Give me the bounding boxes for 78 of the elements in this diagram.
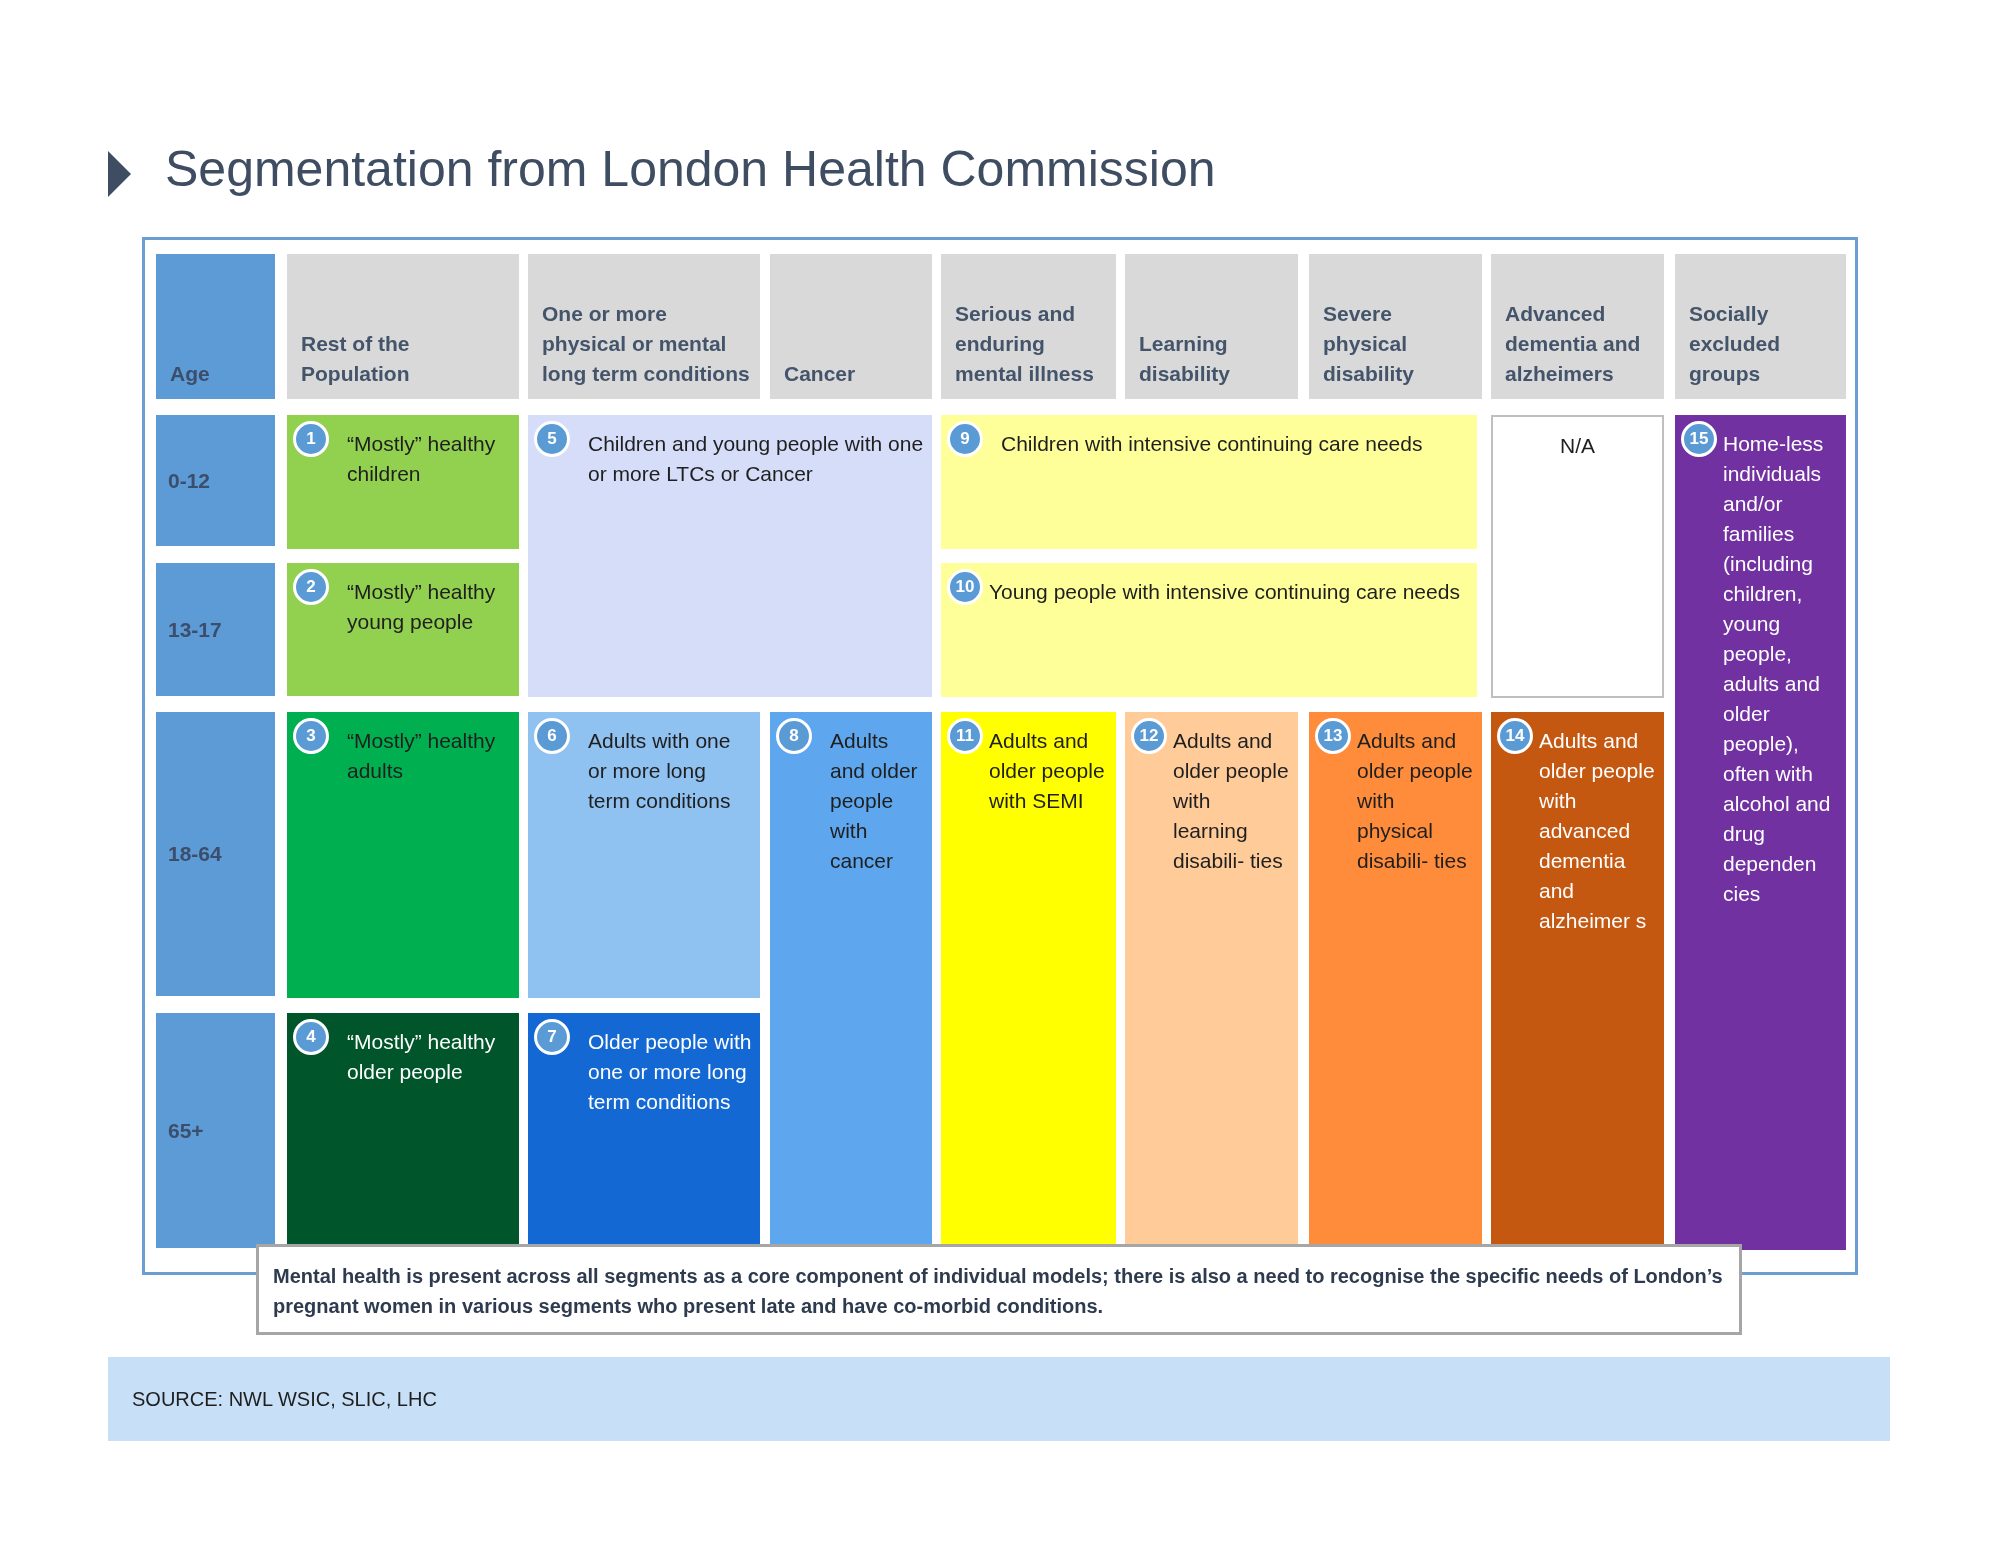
age-range-label: 0-12: [168, 467, 211, 494]
number-badge: 11: [947, 718, 983, 754]
segment-box: [528, 712, 760, 998]
segment-text: “Mostly” healthy young people: [347, 579, 497, 635]
segment-text: Adults and older people with SEMI: [989, 728, 1106, 814]
number-badge: 10: [947, 569, 983, 605]
segment-text: “Mostly” healthy older people: [347, 1029, 497, 1085]
age-range-label: 13-17: [168, 616, 222, 643]
header-cell: [1125, 254, 1298, 399]
segment-text: Adults and older people with cancer: [830, 728, 919, 874]
number-badge: 6: [534, 718, 570, 754]
column-heading: One or more physical or mental long term conditions: [542, 301, 751, 387]
column-heading: Rest of the Population: [301, 331, 411, 387]
note-text: Mental health is present across all segments as a core component of individual models; there is also a need to recognise the specific needs of London’s pregnant women in various segments who present late and have co-morbid conditions.: [273, 1264, 1724, 1319]
segment-text: “Mostly” healthy children: [347, 431, 497, 487]
number-badge: 14: [1497, 718, 1533, 754]
age-band-cell: [156, 1013, 275, 1248]
segment-text: N/A: [1559, 433, 1596, 459]
header-cell: [528, 254, 760, 399]
segment-box: [528, 415, 932, 697]
note-box: [256, 1244, 1742, 1335]
segment-text: Adults and older people with physical disabili- ties: [1357, 728, 1474, 874]
number-badge: 12: [1131, 718, 1167, 754]
segment-box: [1491, 712, 1664, 1244]
segment-text: “Mostly” healthy adults: [347, 728, 497, 784]
column-heading: Cancer: [784, 361, 857, 387]
segment-box: [941, 712, 1116, 1244]
age-band-cell: [156, 415, 275, 546]
segment-text: Young people with intensive continuing care needs: [989, 579, 1461, 605]
segment-text: Children with intensive continuing care needs: [1001, 431, 1424, 457]
segment-box: [1675, 415, 1846, 1250]
column-heading: Age: [170, 361, 211, 387]
header-cell: [770, 254, 932, 399]
segment-box: [528, 1013, 760, 1244]
header-cell: [1675, 254, 1846, 399]
number-badge: 1: [293, 421, 329, 457]
segment-box: [941, 563, 1477, 697]
number-badge: 3: [293, 718, 329, 754]
source-text: SOURCE: NWL WSIC, SLIC, LHC: [132, 1387, 437, 1412]
number-badge: 15: [1681, 421, 1717, 457]
segment-box: [287, 712, 519, 998]
segment-box: [287, 1013, 519, 1244]
title: Segmentation from London Health Commission: [165, 140, 1216, 198]
column-heading: Socially excluded groups: [1689, 301, 1782, 387]
header-cell: [941, 254, 1116, 399]
age-range-label: 65+: [168, 1117, 204, 1144]
column-heading: Severe physical disability: [1323, 301, 1416, 387]
source-band: [108, 1357, 1890, 1441]
header-cell: [156, 254, 275, 399]
column-heading: Advanced dementia and alzheimers: [1505, 301, 1642, 387]
number-badge: 5: [534, 421, 570, 457]
age-band-cell: [156, 563, 275, 696]
number-badge: 9: [947, 421, 983, 457]
header-cell: [1491, 254, 1664, 399]
segment-box: [287, 415, 519, 549]
number-badge: 2: [293, 569, 329, 605]
segment-box: [1309, 712, 1482, 1244]
segment-text: Home-less individuals and/or families (including children, young people, adults and older people), often with alcohol and drug dependen cies: [1723, 431, 1832, 907]
column-heading: Serious and enduring mental illness: [955, 301, 1095, 387]
segment-text: Adults and older people with advanced dementia and alzheimer s: [1539, 728, 1656, 934]
age-range-label: 18-64: [168, 841, 222, 867]
segment-box: [287, 563, 519, 696]
segment-text: Adults and older people with learning disabili- ties: [1173, 728, 1290, 874]
segment-text: Adults with one or more long term conditions: [588, 728, 732, 814]
age-band-cell: [156, 712, 275, 996]
header-cell: [1309, 254, 1482, 399]
number-badge: 8: [776, 718, 812, 754]
header-cell: [287, 254, 519, 399]
number-badge: 4: [293, 1019, 329, 1055]
segment-box: [941, 415, 1477, 549]
segment-text: Older people with one or more long term conditions: [588, 1029, 752, 1115]
segment-text: Children and young people with one or more LTCs or Cancer: [588, 431, 924, 487]
segment-box: [770, 712, 932, 1244]
number-badge: 13: [1315, 718, 1351, 754]
segment-box: [1125, 712, 1298, 1244]
column-heading: Learning disability: [1139, 331, 1232, 387]
number-badge: 7: [534, 1019, 570, 1055]
segment-box: [1491, 415, 1664, 698]
